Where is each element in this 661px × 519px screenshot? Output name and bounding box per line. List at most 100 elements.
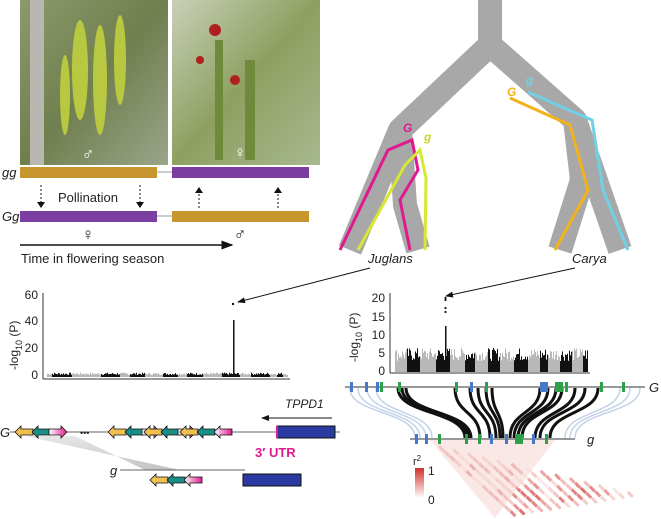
top-snp — [444, 296, 447, 300]
snp-column — [419, 356, 420, 372]
snp-column — [527, 356, 528, 372]
snp-column — [146, 373, 147, 377]
snp-column — [453, 359, 454, 372]
snp-column — [531, 350, 532, 372]
snp-column — [269, 374, 270, 377]
snp-column — [224, 372, 225, 377]
snp-column — [159, 374, 160, 377]
snp-column — [245, 373, 246, 377]
snp-column — [468, 354, 469, 372]
snp-column — [192, 373, 193, 377]
snp-column — [198, 374, 199, 377]
synteny-link — [484, 387, 502, 439]
snp-column — [480, 354, 481, 372]
snp-column — [566, 355, 567, 372]
snp-column — [530, 356, 531, 372]
g-exon-marker — [515, 434, 523, 444]
snp-column — [525, 356, 526, 372]
synteny-link — [490, 387, 505, 439]
snp-column — [467, 358, 468, 372]
synteny-link — [349, 387, 416, 439]
3utr-label: 3′ UTR — [255, 445, 296, 460]
synteny-link — [569, 387, 631, 439]
snp-column — [195, 374, 196, 377]
snp-column — [503, 356, 504, 372]
snp-column — [432, 356, 433, 372]
synteny-link — [516, 387, 558, 439]
ld-cell — [509, 509, 517, 518]
snp-column — [461, 348, 462, 372]
snp-column — [163, 373, 164, 377]
ld-cell — [554, 502, 562, 510]
snp-column — [411, 355, 412, 372]
male-symbol: ♂ — [82, 145, 95, 164]
snp-column — [186, 373, 187, 377]
G-exon-marker — [455, 382, 458, 392]
ld-triangle — [430, 440, 555, 518]
snp-column — [136, 372, 137, 377]
snp-column — [170, 373, 171, 377]
snp-column — [175, 373, 176, 377]
snp-column — [119, 374, 120, 377]
snp-column — [252, 373, 253, 377]
snp-column — [263, 373, 264, 377]
snp-column — [535, 352, 536, 372]
snp-column — [118, 374, 119, 377]
snp-column — [246, 374, 247, 377]
snp-column — [490, 358, 491, 372]
snp-column — [489, 349, 490, 372]
snp-column — [426, 357, 427, 372]
ld-cell — [532, 482, 540, 490]
ld-cell — [512, 503, 520, 511]
ld-cell — [536, 476, 544, 484]
snp-column — [510, 360, 511, 372]
snp-column — [462, 350, 463, 372]
snp-column — [417, 348, 418, 372]
top-snp — [444, 298, 447, 302]
snp-column — [575, 350, 576, 372]
ld-cell — [503, 505, 511, 513]
snp-column — [267, 372, 268, 377]
snp-column — [183, 373, 184, 377]
synteny-link — [366, 387, 427, 439]
snp-column — [185, 374, 186, 377]
snp-column — [558, 355, 559, 372]
time-label: Time in flowering season — [21, 251, 164, 266]
snp-column — [261, 373, 262, 377]
snp-column — [134, 373, 135, 377]
snp-column — [482, 352, 483, 372]
snp-column — [111, 373, 112, 377]
snp-column — [507, 359, 508, 372]
snp-column — [287, 374, 288, 377]
snp-column — [420, 356, 421, 372]
ld-cell — [545, 474, 553, 482]
snp-column — [264, 374, 265, 377]
synteny-link — [468, 387, 492, 439]
tppd1-label: TPPD1 — [285, 397, 324, 411]
ld-cell — [567, 494, 575, 502]
snp-column — [199, 374, 200, 377]
snp-column — [106, 373, 107, 377]
ld-cell — [572, 499, 580, 507]
snp-column — [508, 352, 509, 372]
ld-cell — [617, 492, 625, 500]
snp-column — [260, 372, 261, 377]
snp-column — [212, 373, 213, 377]
snp-column — [231, 373, 232, 377]
snp-column — [253, 374, 254, 377]
gg-male-bar — [20, 167, 157, 178]
snp-column — [138, 374, 139, 377]
tick-5: 5 — [378, 346, 385, 360]
snp-column — [259, 374, 260, 377]
snp-column — [491, 360, 492, 372]
snp-column — [81, 373, 82, 377]
snp-column — [529, 355, 530, 372]
snp-column — [78, 374, 79, 377]
ld-cell — [626, 490, 634, 499]
snp-column — [568, 360, 569, 372]
tick-60: 60 — [25, 288, 39, 302]
snp-column — [429, 351, 430, 372]
carya-g-label: g — [525, 73, 534, 87]
snp-column — [434, 353, 435, 372]
snp-column — [481, 360, 482, 372]
